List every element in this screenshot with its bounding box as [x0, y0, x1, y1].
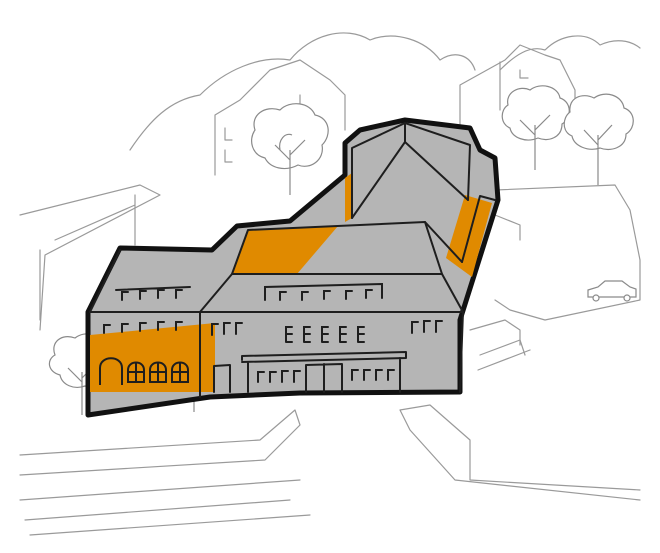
house-right-back [459, 44, 576, 141]
arched-window [127, 361, 145, 383]
right-lane [477, 339, 531, 371]
main-right-windows [411, 320, 443, 334]
context-linework [19, 32, 641, 536]
tower-edge [424, 221, 463, 263]
highlight-roof-left [232, 226, 338, 274]
hill-outline [129, 32, 476, 151]
left-mid-windows [103, 321, 183, 334]
right-steps [469, 319, 521, 346]
main-left-windows [211, 322, 243, 336]
side-door [213, 364, 231, 393]
road-left-upper [19, 409, 301, 476]
house-right-roof [499, 61, 529, 111]
window-glyphs [103, 282, 443, 383]
left-slope [19, 184, 161, 331]
left-wall [39, 194, 136, 321]
car-icon [587, 280, 637, 302]
arched-window [171, 361, 189, 383]
right-wing [461, 195, 496, 263]
main-upper-windows [264, 282, 383, 301]
main-center-windows [285, 326, 365, 343]
main-roof-ridge [199, 273, 464, 313]
tower-roof [351, 122, 469, 219]
portico-right-windows [351, 369, 395, 381]
left-wing-roof [89, 249, 213, 313]
highlight-tower-face [345, 173, 352, 222]
main-wall-front [199, 311, 464, 393]
building [85, 117, 501, 418]
left-upper-windows [115, 286, 191, 301]
arched-windows [99, 357, 189, 385]
building-detail-lines [89, 122, 496, 398]
road-right [399, 404, 641, 501]
road-left-lower [19, 479, 311, 536]
tree-icon [251, 103, 329, 195]
portico [241, 351, 407, 393]
house-left-back [214, 59, 346, 176]
tree-icon [501, 85, 570, 170]
entrance-door [305, 363, 343, 393]
right-wall [494, 214, 521, 241]
arched-door [99, 357, 123, 385]
cloud-outline [499, 35, 641, 71]
tree-icon [563, 93, 634, 185]
main-roof-top [231, 221, 443, 275]
portico-left-windows [257, 370, 301, 383]
right-ground [494, 184, 641, 321]
arched-window [149, 361, 167, 383]
